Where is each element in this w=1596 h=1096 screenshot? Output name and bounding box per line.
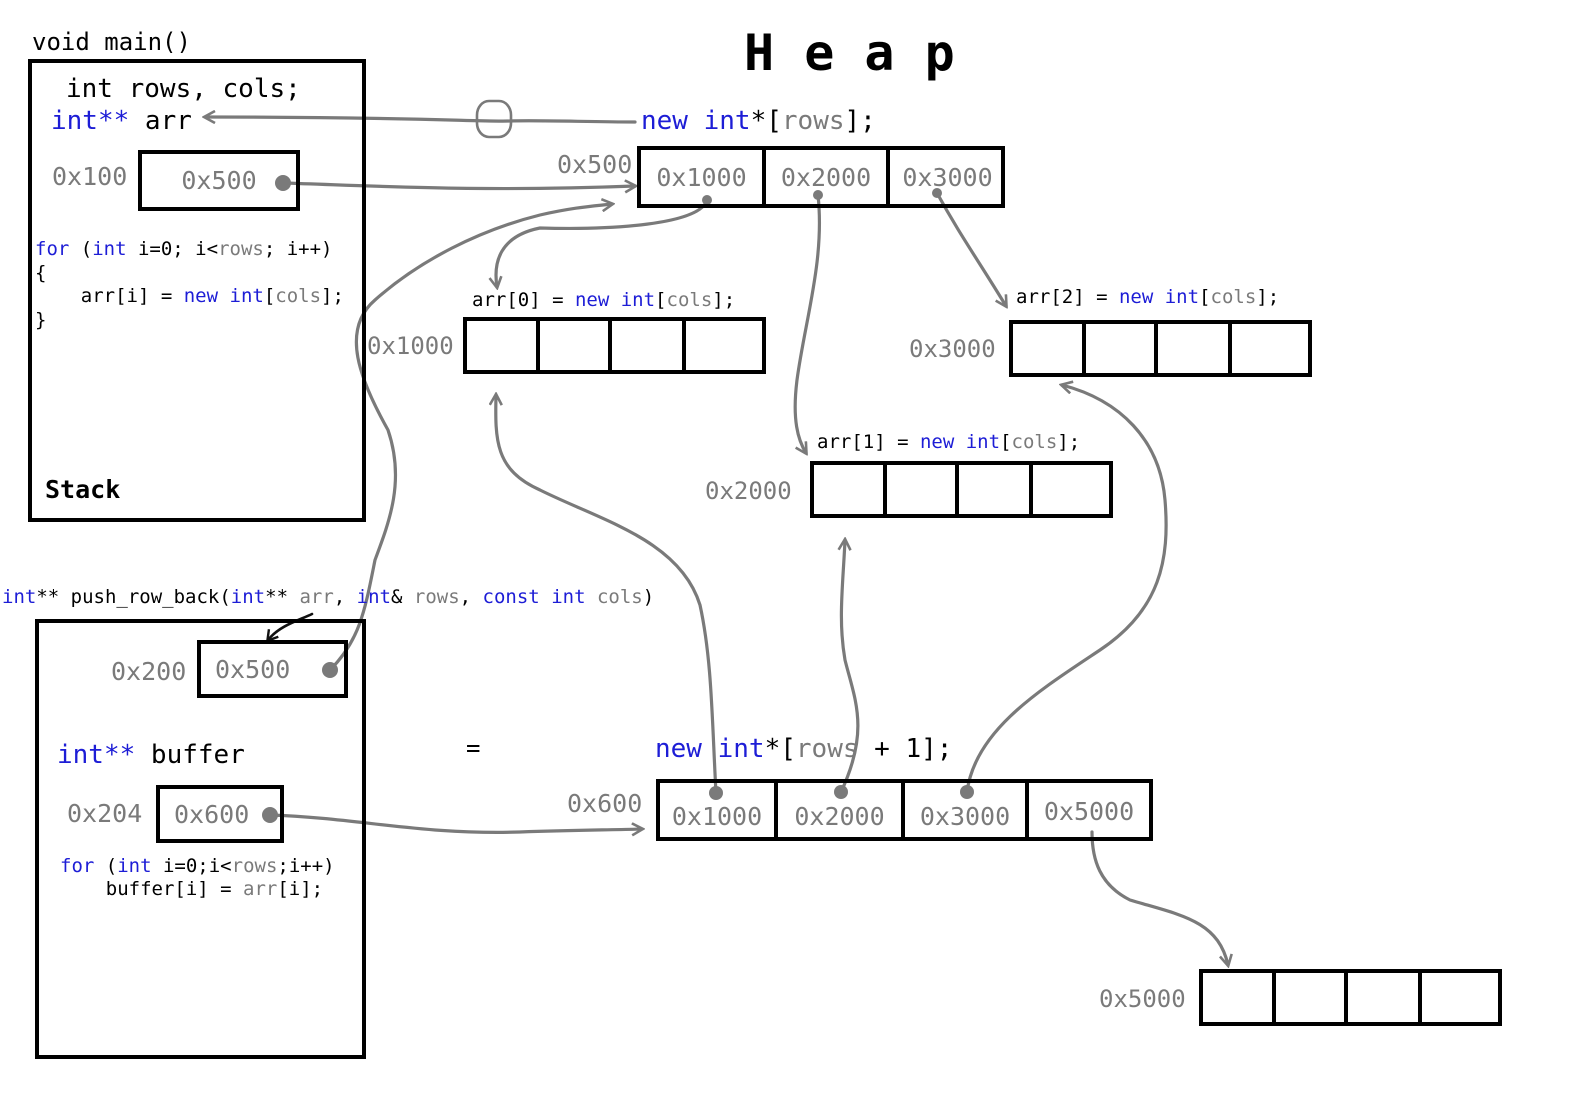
rowptrs-cell: 0x3000 — [902, 162, 993, 192]
pointer-dot — [275, 175, 291, 191]
row2-address: 0x3000 — [909, 335, 996, 363]
row1-label: arr[1] = new int[cols]; — [817, 431, 1081, 453]
main-loop-line4: } — [35, 309, 47, 331]
main-arr-cell: 0x500 — [138, 150, 300, 211]
main-arr-decl: int** arr — [51, 106, 192, 136]
buffer-heap-address: 0x600 — [567, 789, 643, 818]
row0-label: arr[0] = new int[cols]; — [472, 289, 736, 311]
row-cell — [467, 321, 540, 370]
arrow-fn-arr-to-rowptrs — [328, 204, 612, 672]
arrow-bcell1-to-row1 — [841, 540, 860, 794]
rowptrs-address: 0x500 — [557, 150, 633, 179]
push-fn-signature: int** push_row_back(int** arr, int& rows… — [2, 586, 655, 608]
arrow-cell1-to-row1 — [793, 193, 822, 453]
rowptrs-cell: 0x2000 — [766, 150, 890, 204]
row1-block — [810, 461, 1113, 518]
arrow-cell0-to-row0 — [496, 198, 709, 287]
heap-title: H e a p — [744, 24, 955, 82]
buffer-heap-cell: 0x3000 — [905, 783, 1029, 837]
row-cell — [959, 465, 1033, 514]
assign-equals: = — [466, 734, 481, 762]
buffer-heap-cell: 0x2000 — [778, 783, 905, 837]
rowptrs-cell: 0x1000 — [641, 150, 766, 204]
arrow-param-arr — [268, 612, 314, 640]
row-cell — [540, 321, 612, 370]
row-cell — [1086, 324, 1158, 373]
row-cell — [686, 321, 762, 370]
row-cell — [612, 321, 686, 370]
buffer-heap-block: 0x1000 0x2000 0x3000 0x5000 — [656, 779, 1153, 841]
row2-label: arr[2] = new int[cols]; — [1016, 286, 1280, 308]
push-loop-line1: for (int i=0;i<rows;i++) — [60, 855, 335, 877]
row-cell — [1203, 973, 1276, 1022]
new-row-address: 0x5000 — [1099, 985, 1186, 1013]
row-cell — [1232, 324, 1308, 373]
row2-block — [1009, 320, 1312, 377]
push-arr-cell: 0x500 — [197, 640, 348, 698]
buffer-heap-cell: 0x5000 — [1043, 797, 1135, 826]
main-signature: void main() — [32, 28, 191, 56]
row0-address: 0x1000 — [367, 332, 454, 360]
arrow-cell2-to-row2 — [935, 191, 1006, 306]
main-loop-line2: { — [35, 262, 47, 284]
main-stack-frame — [28, 59, 366, 522]
stack-label: Stack — [45, 475, 121, 504]
arrow-bcell3-to-newrow — [1090, 830, 1228, 965]
arrow-bcell2-to-row2 — [965, 385, 1168, 794]
main-decl: int rows, cols; — [66, 74, 301, 104]
row0-block — [463, 317, 766, 374]
new-row-block — [1199, 969, 1502, 1026]
row1-address: 0x2000 — [705, 477, 792, 505]
row-cell — [1348, 973, 1422, 1022]
rowptrs-expr: new int*[rows]; — [641, 106, 876, 136]
row-cell — [814, 465, 887, 514]
row-cell — [887, 465, 959, 514]
buffer-cell: 0x600 — [156, 785, 284, 843]
push-arr-address: 0x200 — [111, 657, 187, 686]
row-cell — [1033, 465, 1109, 514]
buffer-address: 0x204 — [67, 799, 143, 828]
arrow-buffer-to-heap — [268, 813, 642, 832]
push-fn-stack-frame — [35, 619, 366, 1059]
main-arr-address: 0x100 — [52, 162, 128, 191]
row-cell — [1276, 973, 1348, 1022]
buffer-heap-cell: 0x1000 — [660, 783, 778, 837]
main-loop-line3: arr[i] = new int[cols]; — [35, 285, 344, 307]
rowptrs-block: 0x1000 0x2000 0x3000 — [637, 146, 1005, 208]
buffer-decl: int** buffer — [57, 740, 245, 770]
main-loop-line1: for (int i=0; i<rows; i++) — [35, 238, 333, 260]
arrow-bcell0-to-row0 — [496, 395, 718, 795]
push-loop-line2: buffer[i] = arr[i]; — [60, 878, 324, 900]
row-cell — [1422, 973, 1498, 1022]
row-cell — [1013, 324, 1086, 373]
row-cell — [1158, 324, 1232, 373]
assign-loop — [475, 99, 513, 139]
arrow-arr-to-rowptrs — [281, 183, 635, 189]
arrow-assign-to-arr — [205, 117, 637, 122]
buffer-heap-expr: new int*[rows + 1]; — [655, 734, 953, 764]
